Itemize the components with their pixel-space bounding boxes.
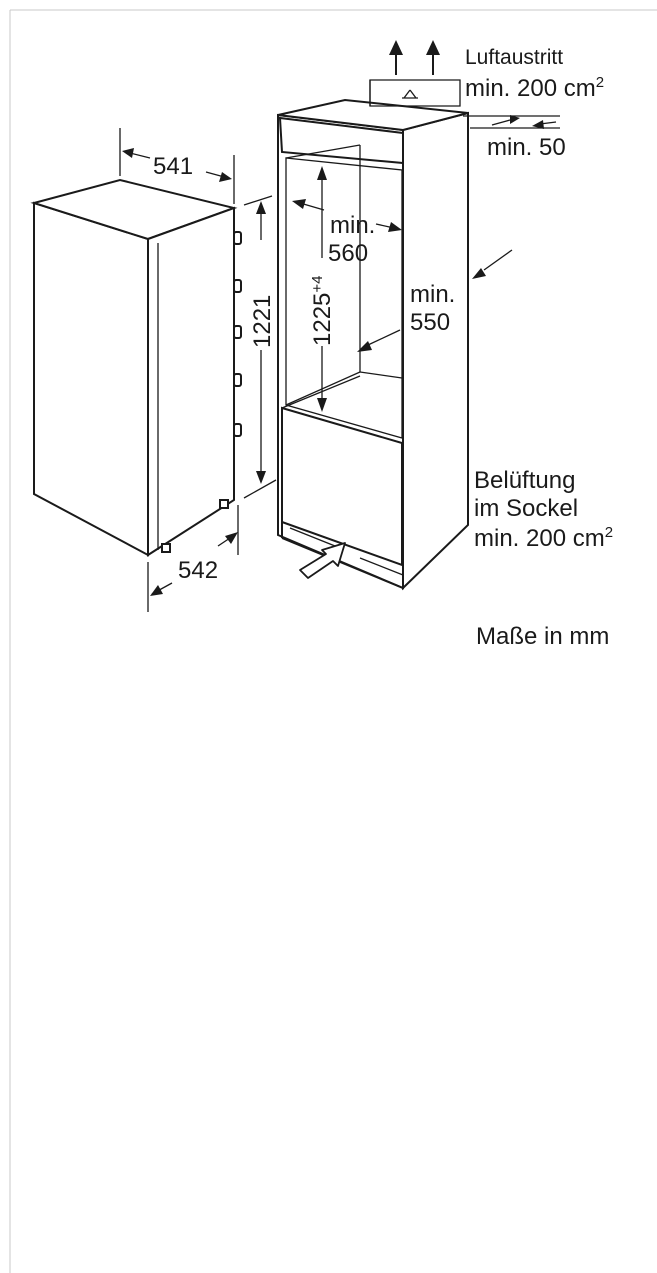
- dim-niche-width: [292, 199, 402, 232]
- dim-542-label: 542: [178, 557, 218, 584]
- cabinet-drawing: [277, 79, 560, 591]
- dim-gap-50: [491, 115, 557, 129]
- dim-depth: [357, 249, 513, 352]
- air-outlet-line2: min. 200 cm2: [465, 74, 604, 102]
- dim-541-label: 541: [153, 153, 193, 180]
- dim-1225-label: 1225+4: [309, 276, 336, 347]
- dim-height-appliance: [243, 195, 277, 499]
- dim-width-bottom: [147, 505, 239, 612]
- air-outlet-arrows: [389, 40, 440, 75]
- dim-width-top: [119, 128, 235, 204]
- dim-550-min-label: min.: [410, 281, 455, 308]
- plinth-air-arrow: [299, 542, 346, 579]
- dim-560-label: 560: [328, 240, 368, 267]
- air-outlet-line1: Luftaustritt: [465, 46, 563, 69]
- dim-1221-label: 1221: [249, 295, 276, 348]
- vent-line1: Belüftung: [474, 467, 575, 494]
- appliance-side: [147, 206, 235, 557]
- appliance-front: [33, 201, 149, 557]
- vent-line3: min. 200 cm2: [474, 524, 613, 552]
- dim-niche-height: [317, 166, 327, 412]
- units-label: Maße in mm: [476, 623, 609, 650]
- appliance-drawing: [30, 178, 242, 557]
- dim-550-label: 550: [410, 309, 450, 336]
- dim-560-min-label: min.: [330, 212, 375, 239]
- gap-min-50-label: min. 50: [487, 134, 566, 161]
- vent-line2: im Sockel: [474, 495, 578, 522]
